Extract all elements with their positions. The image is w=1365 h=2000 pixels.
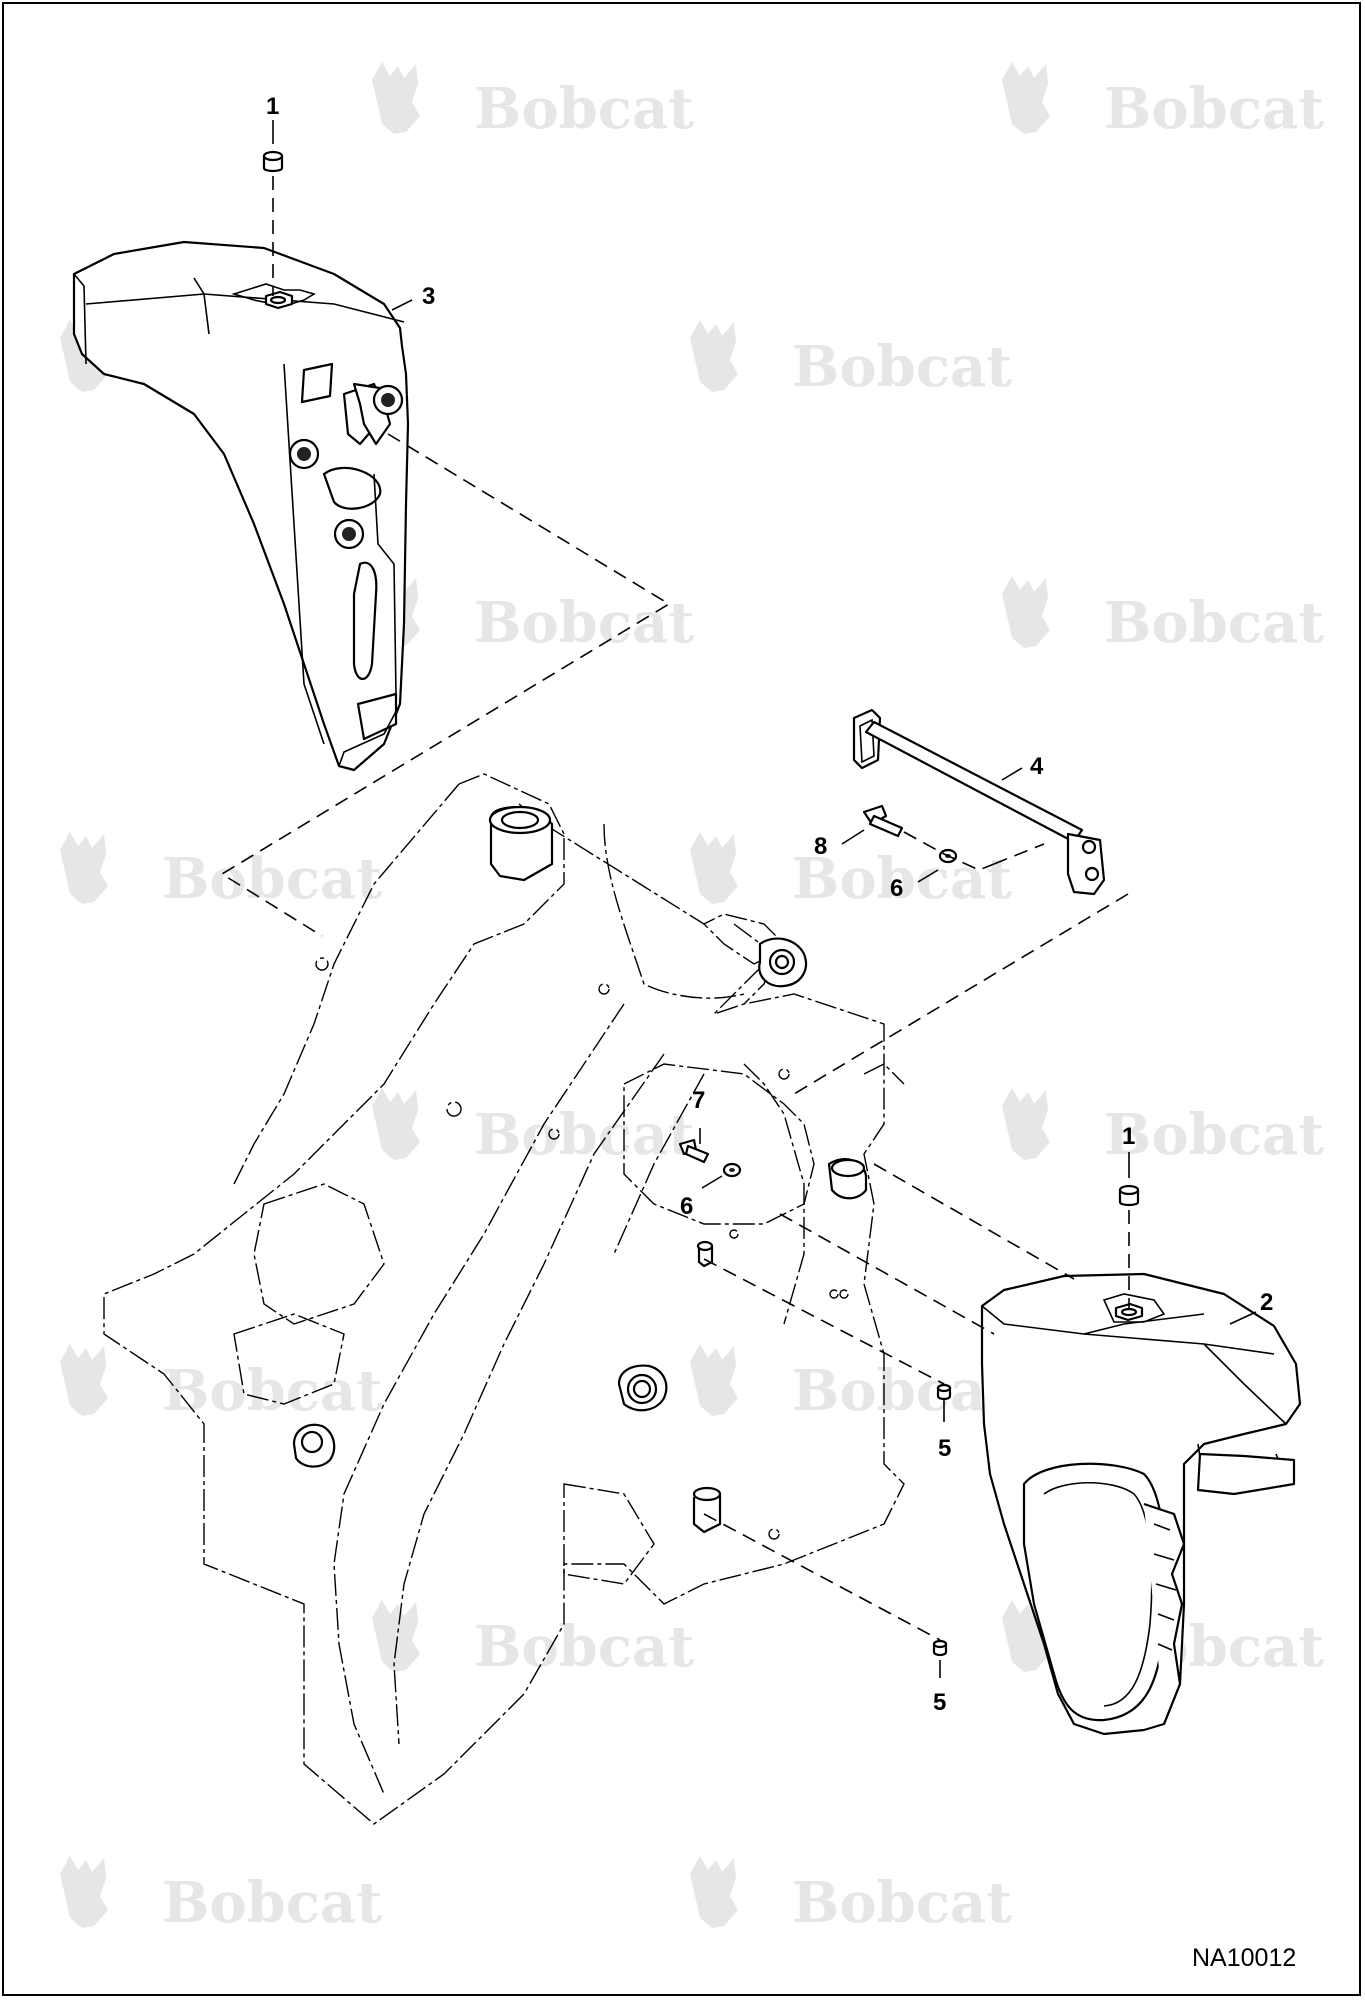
part-8-bolt bbox=[862, 804, 904, 838]
svg-text:®: ® bbox=[672, 630, 686, 646]
callout-2: 2 bbox=[1260, 1289, 1273, 1316]
drawing-id: NA10012 bbox=[1192, 1944, 1296, 1972]
part-6-washer-lower bbox=[722, 1162, 742, 1178]
svg-text:®: ® bbox=[672, 116, 686, 132]
loader-frame-phantom bbox=[103, 773, 905, 1825]
callout-8: 8 bbox=[814, 833, 827, 860]
svg-text:®: ® bbox=[990, 374, 1004, 390]
svg-text:Bobcat: Bobcat bbox=[792, 1870, 1012, 1936]
svg-text:Bobcat: Bobcat bbox=[792, 1358, 1012, 1424]
callout-leaders bbox=[272, 120, 1257, 1678]
part-1-cap-lower bbox=[1118, 1184, 1140, 1207]
watermark-10: Bobcat® bbox=[1002, 1088, 1324, 1168]
svg-text:Bobcat: Bobcat bbox=[474, 76, 694, 142]
exploded-parts-diagram: Bobcat® Bobcat® Bobcat® Bobcat® Bobcat® … bbox=[60, 62, 1324, 1972]
svg-text:®: ® bbox=[990, 886, 1004, 902]
part-4-shaft bbox=[852, 708, 1106, 896]
part-1-cap-upper bbox=[262, 150, 284, 173]
svg-text:®: ® bbox=[1302, 1142, 1316, 1158]
callout-3: 3 bbox=[422, 283, 435, 310]
watermark-8: Bobcat® bbox=[690, 832, 1012, 912]
part-2-right-guard bbox=[980, 1272, 1302, 1736]
watermark-7: Bobcat® bbox=[60, 832, 382, 912]
callout-1-lower: 1 bbox=[1122, 1123, 1135, 1150]
svg-text:®: ® bbox=[990, 1910, 1004, 1926]
watermark-15: Bobcat® bbox=[60, 1856, 382, 1936]
callout-6-upper: 6 bbox=[890, 875, 903, 902]
watermark-12: Bobcat® bbox=[690, 1344, 1012, 1424]
part-3-left-guard bbox=[72, 240, 410, 772]
part-5-plug-lower bbox=[932, 1639, 948, 1657]
watermark-13: Bobcat® bbox=[372, 1600, 694, 1680]
callout-7: 7 bbox=[692, 1087, 705, 1114]
watermark-16: Bobcat® bbox=[690, 1856, 1012, 1936]
svg-text:Bobcat: Bobcat bbox=[792, 846, 1012, 912]
svg-text:Bobcat: Bobcat bbox=[1104, 76, 1324, 142]
callout-5-upper: 5 bbox=[938, 1435, 951, 1462]
svg-text:®: ® bbox=[360, 1398, 374, 1414]
svg-text:®: ® bbox=[360, 1910, 374, 1926]
assembly-lines bbox=[220, 176, 1130, 1641]
svg-text:®: ® bbox=[1302, 116, 1316, 132]
svg-text:Bobcat: Bobcat bbox=[162, 846, 382, 912]
watermark-2: Bobcat® bbox=[1002, 62, 1324, 142]
watermark-11: Bobcat® bbox=[60, 1344, 382, 1424]
frame-solid-details bbox=[292, 805, 868, 1534]
callout-4: 4 bbox=[1030, 753, 1044, 780]
svg-text:Bobcat: Bobcat bbox=[162, 1358, 382, 1424]
watermark-9: Bobcat® bbox=[372, 1088, 694, 1168]
svg-text:Bobcat: Bobcat bbox=[162, 1870, 382, 1936]
svg-text:®: ® bbox=[1302, 630, 1316, 646]
callout-labels: 1 3 4 8 6 7 6 1 2 5 5 bbox=[266, 93, 1273, 1716]
svg-text:Bobcat: Bobcat bbox=[474, 590, 694, 656]
callout-1-upper: 1 bbox=[266, 93, 279, 120]
watermark-6: Bobcat® bbox=[1002, 576, 1324, 656]
callout-6-lower: 6 bbox=[680, 1193, 693, 1220]
part-7-bolt bbox=[678, 1138, 710, 1164]
watermark-4: Bobcat® bbox=[690, 320, 1012, 400]
svg-text:Bobcat: Bobcat bbox=[1104, 1102, 1324, 1168]
svg-text:Bobcat: Bobcat bbox=[1104, 590, 1324, 656]
svg-text:®: ® bbox=[1302, 1654, 1316, 1670]
svg-text:Bobcat: Bobcat bbox=[792, 334, 1012, 400]
part-5-plug-upper bbox=[936, 1383, 952, 1401]
watermark-5: Bobcat® bbox=[372, 576, 694, 656]
svg-text:Bobcat: Bobcat bbox=[474, 1102, 694, 1168]
svg-text:Bobcat: Bobcat bbox=[474, 1614, 694, 1680]
watermark-1: Bobcat® bbox=[372, 62, 694, 142]
callout-5-lower: 5 bbox=[933, 1689, 946, 1716]
svg-text:®: ® bbox=[672, 1654, 686, 1670]
